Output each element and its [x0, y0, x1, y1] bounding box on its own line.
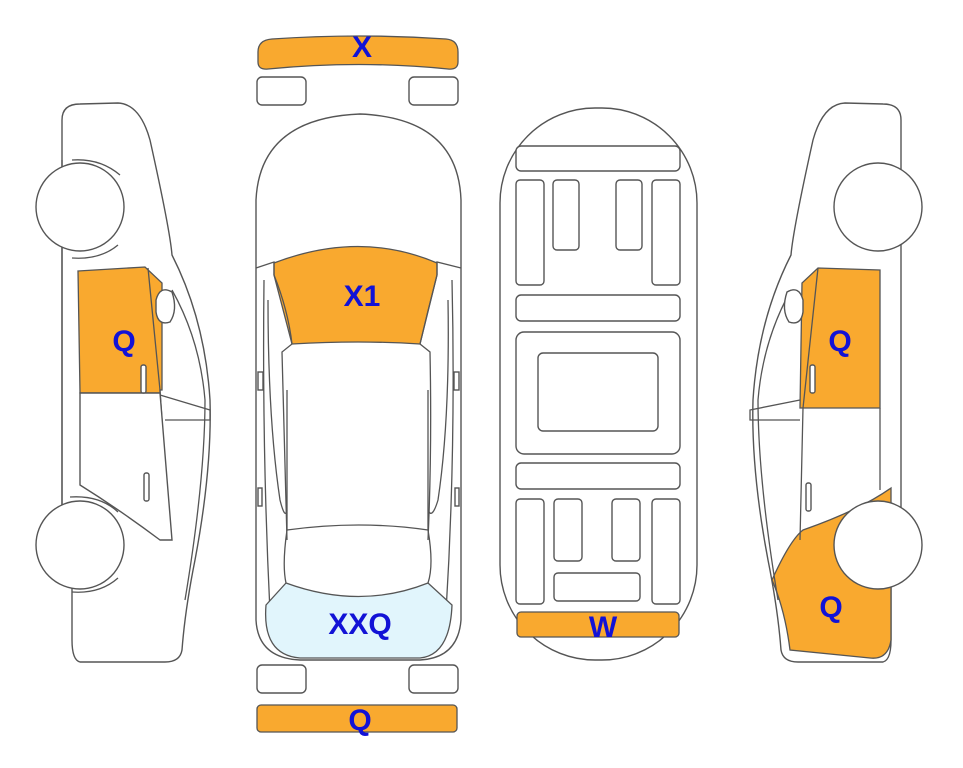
left-arch-line	[71, 577, 119, 593]
underbody-part	[515, 179, 545, 286]
underbody-part	[515, 294, 681, 322]
right-window-line	[757, 289, 792, 601]
underbody-view: W	[499, 107, 698, 661]
right-front-door-label: Q	[828, 325, 851, 358]
underbody-rear-panel[interactable]	[516, 611, 680, 638]
underbody-part	[651, 179, 681, 286]
left-mirror-icon	[257, 371, 264, 391]
rear-right-light[interactable]	[408, 664, 459, 694]
underbody-part	[611, 498, 641, 562]
left-arch-line	[71, 244, 119, 259]
rear-pillar-lines	[283, 529, 432, 584]
front-left-light[interactable]	[256, 76, 307, 106]
top-view: X X1 XXQ Q	[255, 31, 462, 737]
left-side-view: Q	[35, 102, 211, 663]
right-door-seam	[799, 267, 819, 541]
right-rear-wheel[interactable]	[833, 500, 923, 590]
right-pillar-line	[419, 261, 462, 541]
front-bumper-label: X	[352, 31, 372, 64]
rear-bumper[interactable]	[256, 704, 458, 733]
underbody-part	[553, 498, 583, 562]
left-handle-icon	[257, 487, 263, 507]
body-side-lines	[262, 279, 454, 613]
right-door-handle-icon	[805, 482, 812, 512]
right-handle-icon	[454, 487, 460, 507]
left-rear-wheel[interactable]	[35, 162, 125, 252]
right-side-view: Q Q	[749, 102, 923, 663]
right-rear-fender-label: Q	[819, 591, 842, 624]
left-front-door-label: Q	[112, 325, 135, 358]
underbody-part	[515, 498, 545, 605]
right-mirror-icon	[453, 371, 460, 391]
left-mirror-icon	[155, 289, 176, 324]
right-front-door-panel[interactable]	[799, 267, 881, 409]
underbody-part	[615, 179, 643, 251]
front-bumper[interactable]	[257, 35, 459, 70]
right-mirror-icon	[783, 289, 804, 324]
rear-bumper-label: Q	[348, 704, 371, 737]
left-mirror	[159, 394, 211, 421]
underbody-part	[515, 145, 681, 172]
left-window-line	[171, 289, 206, 601]
right-door-handle-icon	[809, 364, 816, 394]
left-arch-line	[69, 496, 119, 513]
rear-left-light[interactable]	[256, 664, 307, 694]
roof-outline	[286, 390, 429, 531]
underbody-part	[552, 179, 580, 251]
left-arch-line	[71, 159, 121, 176]
left-door-handle-icon	[140, 364, 147, 394]
underbody-part	[537, 352, 659, 432]
underbody-rear-label: W	[589, 611, 618, 644]
right-front-wheel[interactable]	[833, 162, 923, 252]
left-pillar-line	[255, 261, 293, 541]
left-rear-door-panel[interactable]	[79, 392, 173, 541]
door-window-lines	[267, 299, 449, 514]
front-right-light[interactable]	[408, 76, 459, 106]
rear-window-label: XXQ	[328, 608, 391, 641]
right-mirror	[749, 399, 801, 421]
underbody-part	[553, 572, 641, 602]
windshield-label: X1	[344, 280, 381, 313]
left-front-wheel[interactable]	[35, 500, 125, 590]
underbody-part	[515, 462, 681, 490]
rear-window-panel[interactable]	[264, 582, 453, 659]
top-body-outline	[255, 113, 462, 661]
left-door-handle-icon	[143, 472, 150, 502]
underbody-part	[651, 498, 681, 605]
